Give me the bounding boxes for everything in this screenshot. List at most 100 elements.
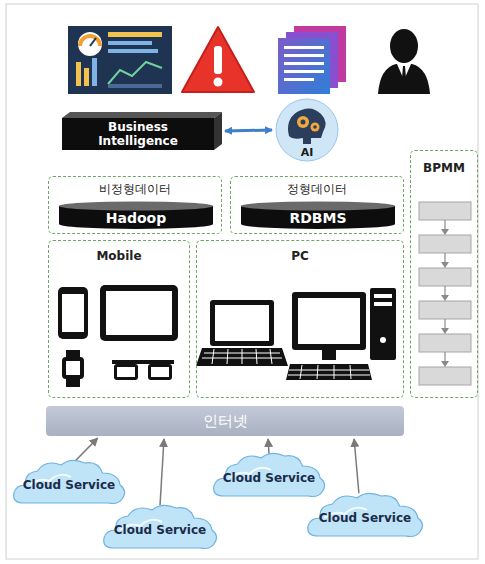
- cloud-label: Cloud Service: [319, 511, 411, 525]
- documents-icon: [284, 54, 324, 57]
- pc-devices: [370, 288, 396, 360]
- group-title: 비정형데이터: [49, 181, 221, 198]
- mobile-devices: [58, 287, 88, 339]
- person-icon: [402, 66, 406, 82]
- pc-devices: [288, 365, 370, 379]
- process-arrows: [441, 220, 449, 367]
- dashboard-icon: [76, 62, 81, 86]
- process-chain: [419, 334, 471, 352]
- warning-icon: [182, 27, 254, 92]
- dashboard-icon: [68, 26, 172, 94]
- bi-label: Business Intelligence: [78, 120, 198, 148]
- pc-devices: [202, 349, 282, 364]
- process-arrows: [441, 295, 449, 301]
- dashboard-icon: [78, 32, 102, 56]
- documents-icon: [284, 62, 324, 65]
- documents-icon: [278, 26, 346, 94]
- connector-arrow: [267, 439, 269, 454]
- pc-devices: [196, 288, 396, 380]
- process-arrows: [444, 352, 445, 362]
- group-panel: 비정형데이터 Hadoop: [48, 176, 222, 234]
- ai-shape: [297, 116, 309, 128]
- group-title: Mobile: [49, 249, 189, 263]
- pc-devices: [374, 294, 392, 298]
- group-title: 정형데이터: [231, 181, 403, 198]
- group-panel: Mobile: [48, 240, 190, 398]
- cloud-shape: Cloud Service: [10, 455, 128, 507]
- connector-arrow: [75, 438, 98, 461]
- group-title: PC: [197, 249, 403, 263]
- cloud-shape: Cloud Service: [210, 448, 328, 500]
- pc-devices: [210, 300, 274, 346]
- mobile-devices: [100, 285, 178, 341]
- ai-shape: [288, 108, 326, 144]
- pc-devices: [227, 349, 228, 364]
- mobile-devices: [117, 367, 135, 377]
- cloud-outline: [214, 453, 325, 496]
- pc-devices: [286, 364, 372, 380]
- person-icon: [378, 64, 430, 94]
- process-arrows: [444, 220, 445, 230]
- bi-shape: [62, 112, 222, 118]
- cylinder-shape: [241, 202, 395, 211]
- person-icon: [390, 29, 418, 63]
- mobile-devices: [114, 364, 138, 380]
- mobile-devices: [151, 367, 169, 377]
- process-chain: [419, 202, 471, 220]
- connector-arrow: [225, 129, 272, 133]
- process-arrows: [441, 361, 449, 367]
- warning-icon: [182, 27, 254, 92]
- group-title: BPMM: [411, 161, 477, 175]
- ai-label: AI: [301, 147, 314, 159]
- person-icon: [378, 29, 430, 94]
- pc-devices: [215, 305, 269, 341]
- cloud-label: Cloud Service: [23, 478, 115, 492]
- process-arrows: [441, 229, 449, 235]
- process-arrows: [444, 253, 445, 263]
- process-chain: [419, 235, 471, 253]
- pc-devices: [196, 348, 288, 366]
- group-panel: BPMM: [410, 150, 478, 398]
- internet-label: 인터넷: [203, 412, 248, 430]
- dashboard-icon: [108, 41, 152, 45]
- process-chain: [419, 367, 471, 385]
- cloud-shape: Cloud Service: [304, 488, 426, 540]
- ai-shape: [311, 123, 320, 132]
- mobile-devices: [66, 361, 80, 375]
- documents-icon: [284, 70, 324, 73]
- connector-arrow: [160, 439, 164, 505]
- pc-devices: [300, 365, 302, 379]
- process-arrows: [444, 319, 445, 329]
- dashboard-icon: [108, 62, 162, 84]
- database-cylinder: Hadoop: [59, 201, 213, 229]
- dashboard-icon: [84, 68, 89, 86]
- dashboard-icon: [108, 84, 162, 88]
- process-chain: [419, 202, 471, 385]
- pc-devices: [256, 349, 257, 364]
- ai-circle: AI: [275, 98, 339, 162]
- ai-shape: [313, 125, 317, 129]
- dashboard-icon: [90, 38, 96, 46]
- connector-arrow: [354, 439, 359, 493]
- process-chain: [419, 301, 471, 319]
- dashboard-icon: [108, 32, 162, 37]
- pc-devices: [374, 302, 392, 306]
- pc-devices: [212, 349, 214, 364]
- database-label: RDBMS: [289, 210, 346, 226]
- dashboard-icon: [92, 58, 97, 86]
- mobile-devices: [66, 378, 80, 387]
- cloud-outline: [104, 505, 217, 548]
- cloud-label: Cloud Service: [223, 471, 315, 485]
- mobile-devices: [66, 350, 80, 358]
- mobile-devices: [62, 294, 84, 332]
- dashboard-icon: [80, 36, 100, 46]
- pc-devices: [270, 349, 272, 364]
- bi-box: Business Intelligence: [62, 112, 222, 150]
- mobile-devices: [148, 364, 172, 380]
- bi-shape: [62, 118, 214, 150]
- pc-devices: [350, 365, 351, 379]
- pc-devices: [292, 292, 366, 350]
- internet-bar: 인터넷: [46, 406, 404, 436]
- pc-devices: [317, 365, 318, 379]
- cloud-outline: [308, 493, 423, 536]
